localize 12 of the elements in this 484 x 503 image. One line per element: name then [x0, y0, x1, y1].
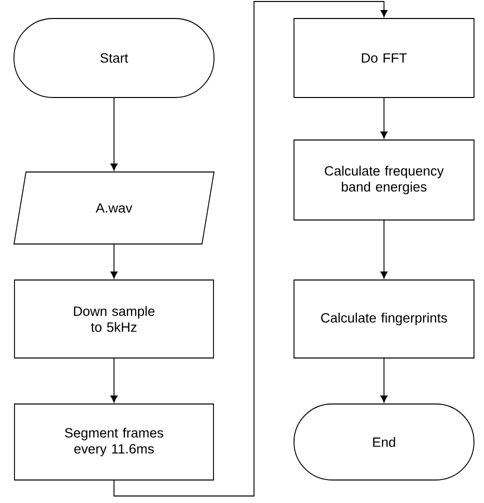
arrow [380, 98, 388, 139]
arrow [114, 1, 388, 496]
process-box: Segment frames every 11.6ms [14, 404, 214, 480]
arrow [110, 358, 118, 403]
process-box: Calculate fingerprints [294, 280, 474, 358]
arrow [380, 220, 388, 279]
process-box: Down sample to 5kHz [14, 280, 214, 358]
process-box: Calculate frequency band energies [294, 140, 474, 220]
arrow [380, 358, 388, 403]
arrow [110, 98, 118, 171]
process-box: Do FFT [294, 18, 474, 98]
arrow [110, 244, 118, 279]
